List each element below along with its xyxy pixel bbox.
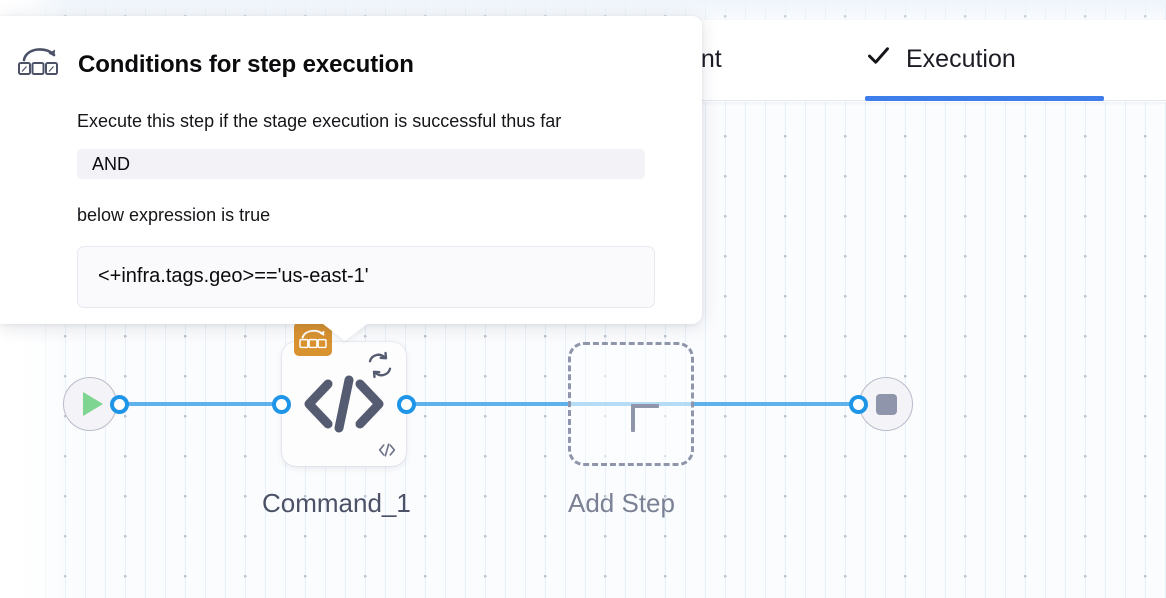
check-icon xyxy=(865,42,892,76)
step-label-command-1: Command_1 xyxy=(262,488,411,518)
play-icon xyxy=(83,392,103,416)
tab-bar: ronment Execution xyxy=(655,20,1166,102)
stop-icon xyxy=(875,393,897,415)
tab-active-indicator xyxy=(865,96,1104,101)
edge-command-to-addstep xyxy=(398,402,638,406)
popover-title: Conditions for step execution xyxy=(78,50,414,78)
tab-execution-label: Execution xyxy=(906,44,1016,73)
add-step-button[interactable] xyxy=(568,342,694,466)
popover-pointer xyxy=(323,324,367,341)
edge-start-to-command xyxy=(112,402,292,406)
step-conditions-popover: Conditions for step execution Execute th… xyxy=(0,16,702,324)
condition-description: Execute this step if the stage execution… xyxy=(77,111,562,131)
operator-field[interactable]: AND xyxy=(77,149,645,180)
connector-port-start-out[interactable] xyxy=(110,395,129,414)
expression-label: below expression is true xyxy=(77,205,271,226)
expression-field[interactable]: <+infra.tags.geo>=='us-east-1' xyxy=(77,245,655,308)
rollback-strategy-icon xyxy=(16,42,60,87)
expression-value: <+infra.tags.geo>=='us-east-1' xyxy=(98,265,369,288)
add-step-label: Add Step xyxy=(568,488,675,518)
popover-body: Execute this step if the stage execution… xyxy=(0,109,702,308)
connector-port-stop-in[interactable] xyxy=(849,395,868,414)
connector-port-command-out[interactable] xyxy=(397,395,416,414)
operator-value: AND xyxy=(92,153,131,174)
connector-port-command-in[interactable] xyxy=(272,395,291,414)
code-brackets-mini-icon xyxy=(376,440,398,460)
pipeline-start-node[interactable] xyxy=(63,377,117,431)
edge-addstep-to-stop xyxy=(630,402,865,406)
popover-header: Conditions for step execution xyxy=(0,16,702,87)
retry-loop-icon xyxy=(363,348,397,382)
step-node-command-1[interactable] xyxy=(282,322,406,466)
code-brackets-icon xyxy=(282,342,406,466)
tab-execution[interactable]: Execution xyxy=(865,20,1016,102)
